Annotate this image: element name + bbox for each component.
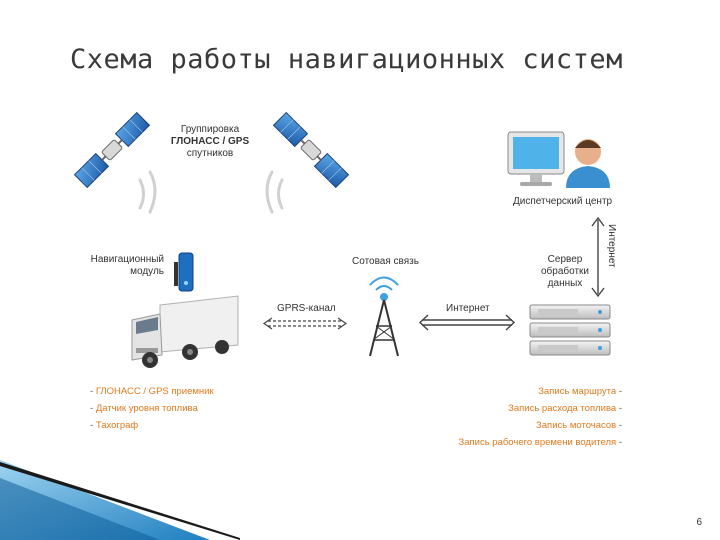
page-number: 6	[696, 517, 702, 528]
satellite-left-icon	[73, 111, 151, 189]
list-item: - Датчик уровня топлива	[90, 403, 198, 414]
left-feature-list: - ГЛОНАСС / GPS приемник - Датчик уровня…	[90, 383, 214, 434]
list-item-text: Запись рабочего времени водителя	[458, 437, 617, 448]
gprs-arrow	[262, 317, 348, 330]
list-item: - Тахограф	[90, 420, 139, 431]
dispatch-center-label: Диспетчерский центр	[513, 196, 613, 207]
internet-horizontal-label: Интернет	[446, 303, 490, 314]
list-item-text: Тахограф	[95, 420, 139, 431]
list-item-text: Запись маршрута	[538, 386, 617, 397]
satellites-label: Группировка ГЛОНАСС / GPS спутников	[165, 124, 255, 160]
satellite-signal-arcs	[138, 170, 284, 214]
list-item-text: ГЛОНАСС / GPS приемник	[95, 386, 214, 397]
vertical-arrow	[591, 216, 605, 298]
satellites-label-line2: ГЛОНАСС / GPS	[170, 136, 250, 147]
satellites-label-line3: спутников	[186, 148, 234, 159]
right-feature-list: Запись маршрута - Запись расхода топлива…	[458, 383, 622, 451]
horizontal-arrow	[418, 314, 516, 331]
internet-vertical-label: Интернет	[606, 224, 617, 268]
nav-module-label-line2: модуль	[130, 266, 164, 277]
nav-module-label: Навигационный модуль	[80, 254, 164, 278]
list-item: Запись расхода топлива -	[508, 403, 622, 414]
satellites-label-line1: Группировка	[180, 124, 240, 135]
nav-module-label-line1: Навигационный	[90, 254, 164, 265]
truck-icon	[131, 295, 239, 368]
list-item: Запись маршрута -	[538, 386, 622, 397]
cell-tower-icon	[369, 276, 399, 357]
list-item-text: Запись моточасов	[536, 420, 617, 431]
list-item: Запись рабочего времени водителя -	[458, 437, 622, 448]
list-item: Запись моточасов -	[536, 420, 622, 431]
server-label: Сервер обработки данных	[540, 254, 590, 290]
server-label-line3: данных	[547, 278, 583, 289]
cellular-label: Сотовая связь	[352, 256, 419, 267]
gprs-label: GPRS-канал	[277, 303, 336, 314]
satellite-right-icon	[272, 111, 350, 189]
page-title: Схема работы навигационных систем	[70, 44, 623, 75]
server-icon	[529, 304, 611, 356]
list-item-text: Датчик уровня топлива	[95, 403, 198, 414]
list-item: - ГЛОНАСС / GPS приемник	[90, 386, 214, 397]
list-item-text: Запись расхода топлива	[508, 403, 617, 414]
server-label-line1: Сервер	[547, 254, 583, 265]
corner-decoration	[0, 460, 240, 540]
nav-module-icon	[174, 252, 194, 292]
server-label-line2: обработки	[540, 266, 590, 277]
dispatcher-icon	[507, 131, 610, 188]
